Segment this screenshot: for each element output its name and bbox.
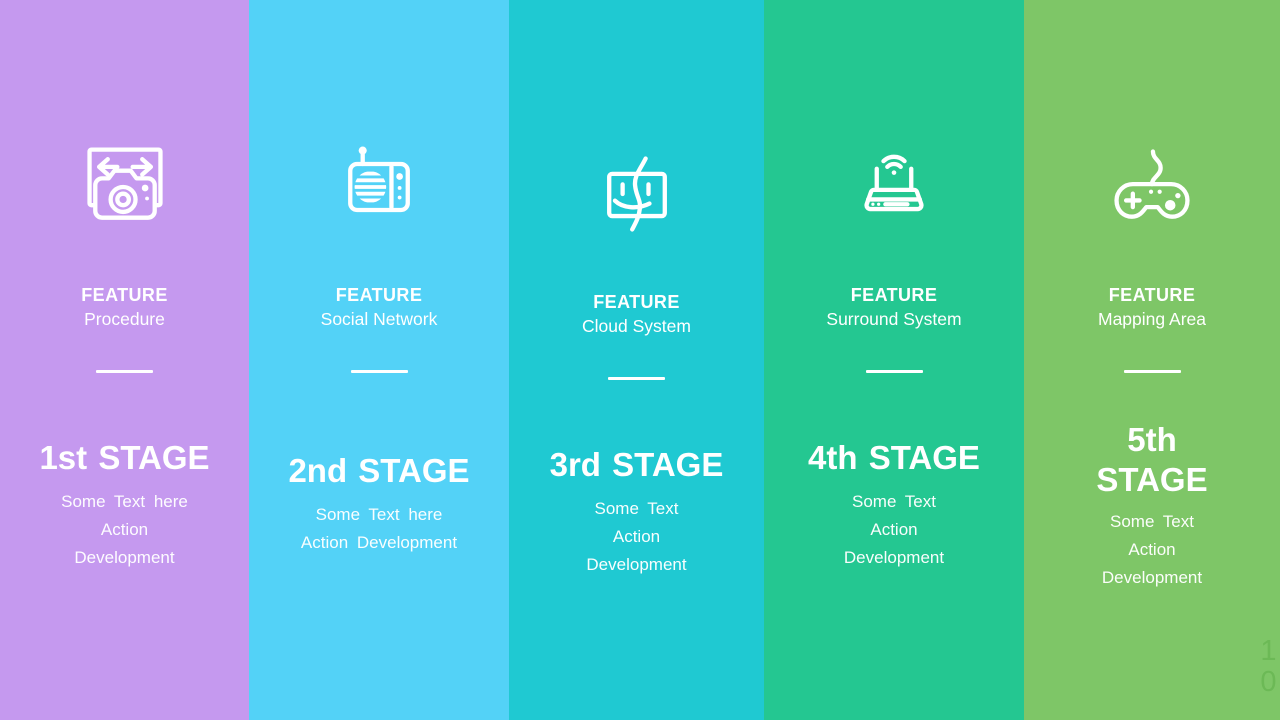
stage-column-5: FEATURE Mapping Area 5th STAGE Some Text…: [1024, 0, 1280, 720]
feature-label: FEATURE: [593, 292, 680, 312]
feature-label: FEATURE: [1108, 285, 1196, 305]
radio-icon: [249, 141, 509, 233]
feature-subtitle: Procedure: [84, 309, 165, 329]
stage-description: Some Text Action Development: [843, 492, 945, 567]
game-controller-icon: [1024, 141, 1280, 233]
slide-page-number: 10: [1260, 635, 1277, 698]
feature-subtitle: Cloud System: [582, 316, 691, 336]
divider-line: [608, 377, 665, 380]
divider-line: [865, 370, 923, 373]
stage-title: 2nd STAGE: [288, 452, 470, 489]
stage-column-2: FEATURE Social Network 2nd STAGE Some Te…: [249, 0, 509, 720]
wifi-router-icon: [764, 141, 1024, 233]
stage-description: Some Text Action Development: [586, 499, 687, 574]
stage-description: Some Text Action Development: [1101, 512, 1203, 587]
feature-subtitle: Mapping Area: [1098, 309, 1206, 329]
stage-title: 1st STAGE: [39, 439, 210, 476]
divider-line: [350, 370, 408, 373]
divider-line: [1123, 370, 1181, 373]
feature-label: FEATURE: [81, 285, 168, 305]
feature-label: FEATURE: [335, 285, 423, 305]
stage-title: 5th STAGE: [1096, 421, 1208, 498]
divider-line: [96, 370, 153, 373]
stage-column-1: FEATURE Procedure 1st STAGE Some Text he…: [0, 0, 249, 720]
stage-title: 3rd STAGE: [549, 446, 724, 483]
feature-label: FEATURE: [850, 285, 938, 305]
feature-subtitle: Social Network: [320, 309, 438, 329]
stage-column-3: FEATURE Cloud System 3rd STAGE Some Text…: [509, 0, 764, 720]
stage-description: Some Text here Action Development: [300, 505, 458, 552]
camera-sync-icon: [0, 141, 249, 233]
feature-subtitle: Surround System: [826, 309, 962, 329]
finder-face-icon: [509, 148, 764, 240]
stage-column-4: FEATURE Surround System 4th STAGE Some T…: [764, 0, 1024, 720]
stage-title: 4th STAGE: [808, 439, 980, 476]
stage-description: Some Text here Action Development: [61, 492, 188, 567]
